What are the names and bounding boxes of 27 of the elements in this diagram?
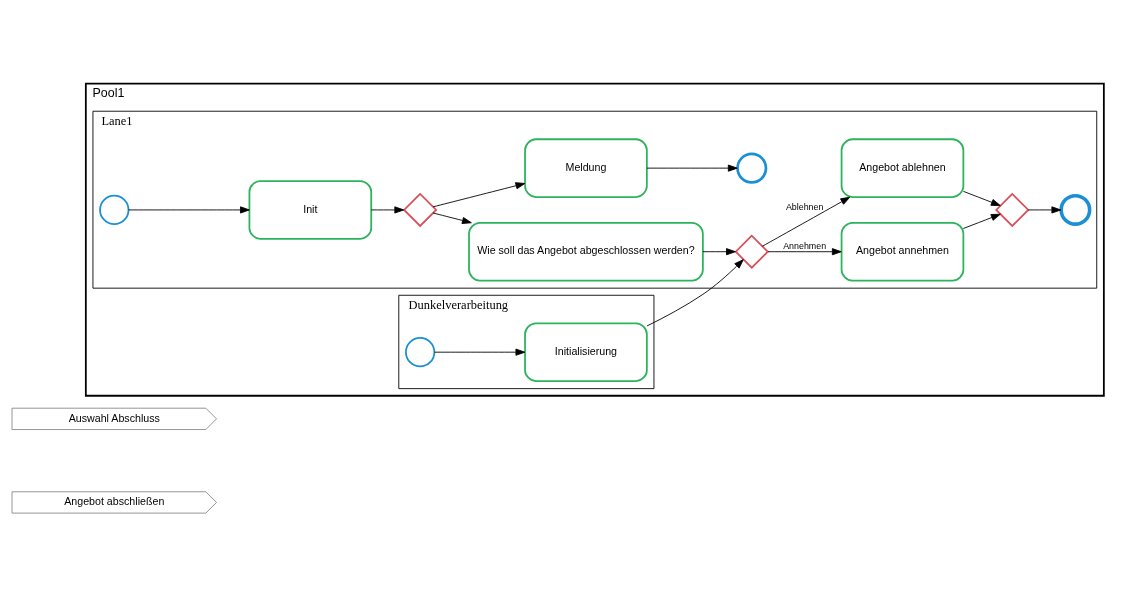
arrow bbox=[434, 348, 526, 356]
arrow bbox=[432, 212, 472, 224]
arrow bbox=[962, 213, 1001, 229]
arrow bbox=[702, 247, 736, 255]
arrow bbox=[962, 190, 1001, 206]
node-box: Init bbox=[248, 179, 373, 240]
arrow bbox=[432, 181, 526, 207]
node-circle bbox=[736, 152, 768, 184]
node-diamond bbox=[402, 192, 438, 227]
node-circle bbox=[405, 336, 436, 367]
node-box: Angebot ablehnen bbox=[840, 137, 965, 198]
arrow bbox=[767, 247, 842, 255]
node-box: Initialisierung bbox=[524, 321, 648, 382]
node-diamond bbox=[995, 192, 1030, 227]
arrow bbox=[646, 164, 738, 172]
arrow bbox=[646, 258, 744, 326]
node-box: Angebot annehmen bbox=[840, 221, 965, 281]
arrow bbox=[762, 196, 851, 247]
node-box: Wie soll das Angebot abgeschlossen werden? bbox=[468, 221, 704, 281]
arrow bbox=[1027, 205, 1062, 213]
arrow bbox=[128, 205, 250, 213]
edge-label: Annehmen bbox=[783, 240, 827, 251]
arrow bbox=[370, 205, 405, 213]
node-circle bbox=[1059, 193, 1092, 226]
node-circle bbox=[99, 194, 130, 225]
node-box: Meldung bbox=[524, 137, 648, 198]
edge-label: Ablehnen bbox=[785, 201, 824, 212]
